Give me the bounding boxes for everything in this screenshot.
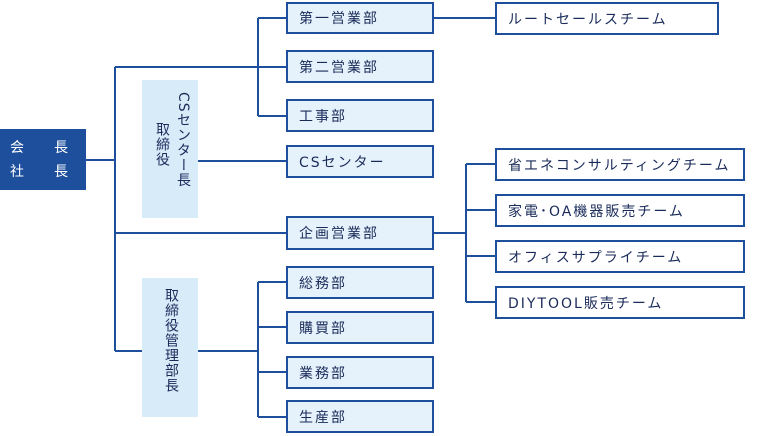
cs-director-role: 取締役 [154, 122, 170, 167]
dept-construction: 工事部 [286, 99, 434, 132]
cs-director-panel: CSセンター長 取締役 [142, 80, 198, 218]
dept-planning-sales: 企画営業部 [286, 216, 434, 250]
ceo-label-president: 社 長 [10, 163, 76, 180]
dept-production: 生産部 [286, 400, 434, 433]
admin-director-title: 取締役管理部長 [163, 288, 179, 393]
dept-operations: 業務部 [286, 356, 434, 389]
team-diytool-sales: DIYTOOL販売チーム [495, 286, 745, 319]
dept-cs-center: CSセンター [286, 145, 434, 178]
ceo-box: 会 長 社 長 [0, 129, 86, 190]
dept-sales-1: 第一営業部 [286, 2, 434, 34]
admin-director-panel: 取締役管理部長 [142, 278, 198, 417]
team-appliance-oa-sales: 家電･OA機器販売チーム [495, 194, 745, 227]
dept-purchasing: 購買部 [286, 311, 434, 344]
team-energy-consulting: 省エネコンサルティングチーム [495, 148, 745, 181]
dept-general-affairs: 総務部 [286, 266, 434, 299]
ceo-label-chairman: 会 長 [10, 139, 76, 156]
dept-sales-2: 第二営業部 [286, 50, 434, 83]
team-route-sales: ルートセールスチーム [495, 2, 719, 35]
team-office-supply: オフィスサプライチーム [495, 240, 745, 273]
cs-director-title: CSセンター長 [175, 92, 191, 188]
